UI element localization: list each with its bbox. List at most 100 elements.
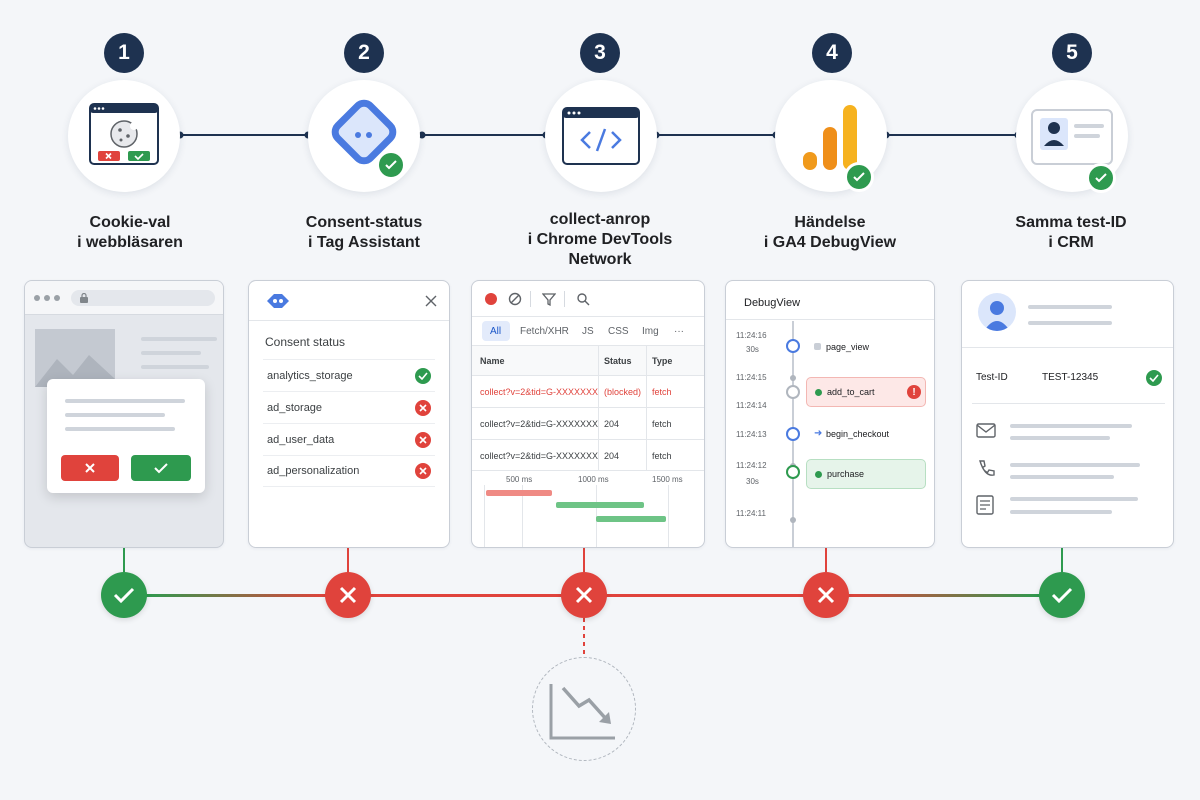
consent-row: ad_user_data (263, 423, 435, 455)
consent-name: ad_personalization (267, 465, 360, 477)
tag-assistant-icon (267, 294, 289, 308)
time-label: 11:24:15 (736, 373, 767, 382)
event-name: begin_checkout (826, 429, 890, 439)
consent-name: analytics_storage (267, 369, 353, 382)
tab-css[interactable]: CSS (608, 326, 629, 337)
ga4-bars-icon (775, 80, 887, 192)
event-name: page_view (826, 342, 870, 352)
request-bar (596, 516, 666, 522)
consent-row: ad_personalization (263, 455, 435, 487)
avatar (978, 293, 1016, 331)
text-line (1028, 321, 1112, 325)
table-row[interactable]: collect?v=2&tid=G-XXXXXXX (blocked) fetc… (472, 375, 704, 407)
close-icon (85, 463, 95, 473)
denied-icon (415, 463, 431, 479)
crm-panel: Test-ID TEST-12345 (961, 280, 1174, 548)
cookie-banner-icon (68, 80, 180, 192)
event-page-view[interactable]: page_view (806, 332, 926, 362)
tick-label: 500 ms (506, 475, 533, 484)
tick-label: 1000 ms (578, 475, 609, 484)
close-icon[interactable] (425, 295, 437, 307)
accept-button[interactable] (131, 455, 191, 481)
request-type: fetch (652, 387, 672, 397)
status-fail-icon (803, 572, 849, 618)
text-line (1010, 424, 1132, 428)
step-number: 4 (812, 33, 852, 73)
text-line (141, 337, 217, 341)
decline-trend-icon (532, 657, 636, 761)
search-icon[interactable] (576, 292, 590, 306)
consent-header (249, 281, 449, 321)
tab-img[interactable]: Img (642, 326, 659, 337)
event-icon (815, 471, 822, 478)
check-icon (1086, 163, 1116, 193)
header-type: Type (652, 356, 673, 366)
clear-icon[interactable] (508, 292, 522, 306)
waterfall: 500 ms 1000 ms 1500 ms (472, 471, 704, 547)
event-begin-checkout[interactable]: ➜ begin_checkout (806, 419, 926, 449)
text-line (1028, 305, 1112, 309)
table-row[interactable]: collect?v=2&tid=G-XXXXXXX 204 fetch (472, 439, 704, 471)
tab-more[interactable]: ··· (674, 326, 684, 337)
record-icon[interactable] (484, 292, 498, 306)
event-icon: ➜ (814, 428, 823, 439)
text-line (1010, 475, 1114, 479)
header-status: Status (604, 356, 632, 366)
event-name: purchase (827, 469, 865, 479)
lock-icon (80, 293, 88, 303)
reject-button[interactable] (61, 455, 119, 481)
code-window-icon (545, 80, 657, 192)
match-check-icon (1146, 370, 1162, 386)
time-label: 30s (746, 345, 759, 354)
tag-assistant-icon (308, 80, 420, 192)
consent-row: analytics_storage (263, 359, 435, 391)
tab-all[interactable]: All (490, 326, 502, 337)
consent-status-panel: Consent status analytics_storage ad_stor… (248, 280, 450, 548)
time-label: 11:24:13 (736, 430, 767, 439)
debugview-title: DebugView (744, 297, 801, 309)
contact-card-icon (1016, 80, 1128, 192)
granted-icon (415, 367, 431, 384)
event-add-to-cart[interactable]: add_to_cart ! (806, 377, 926, 407)
debugview-panel: DebugView 11:24:16 30s 11:24:15 11:24:14… (725, 280, 935, 548)
address-bar[interactable] (71, 290, 215, 306)
consent-title: Consent status (265, 335, 346, 349)
tick-label: 1500 ms (652, 475, 683, 484)
request-type: fetch (652, 419, 672, 429)
devtools-network-panel: All Fetch/XHR JS CSS Img ··· Name Status… (471, 280, 705, 548)
filter-icon[interactable] (542, 292, 556, 306)
request-bar (556, 502, 644, 508)
table-row[interactable]: collect?v=2&tid=G-XXXXXXX 204 fetch (472, 407, 704, 439)
request-status: 204 (604, 451, 620, 461)
tab-js[interactable]: JS (582, 326, 594, 337)
status-ok-icon (101, 572, 147, 618)
event-name: add_to_cart (827, 387, 875, 397)
request-name: collect?v=2&tid=G-XXXXXXX (480, 451, 599, 461)
request-status: (blocked) (604, 387, 642, 397)
event-node (786, 465, 800, 479)
browser-cookie-panel (24, 280, 224, 548)
status-ok-icon (1039, 572, 1085, 618)
event-purchase[interactable]: purchase (806, 459, 926, 489)
blocked-bar (486, 490, 552, 496)
image-placeholder-icon (35, 329, 115, 387)
request-type: fetch (652, 451, 672, 461)
text-line (1010, 463, 1140, 467)
tab-all-bg (482, 321, 510, 341)
event-icon (815, 389, 822, 396)
step-number: 1 (104, 33, 144, 73)
test-id-value: TEST-12345 (1042, 372, 1099, 383)
error-icon: ! (907, 385, 921, 399)
status-fail-icon (561, 572, 607, 618)
text-line (1010, 510, 1112, 514)
tab-fetch-xhr[interactable]: Fetch/XHR (520, 326, 569, 337)
event-icon (814, 343, 821, 350)
header-name: Name (480, 356, 505, 366)
denied-icon (415, 431, 431, 448)
request-status: 204 (604, 419, 620, 429)
text-line (141, 351, 201, 355)
event-node (786, 339, 800, 353)
consent-name: ad_user_data (267, 433, 335, 446)
